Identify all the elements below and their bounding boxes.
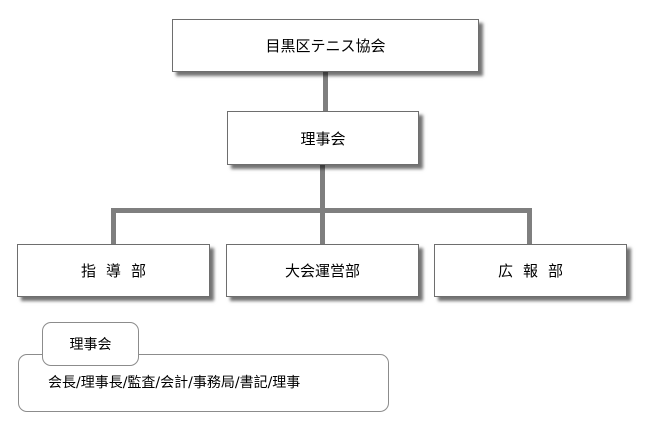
org-root-label: 目黒区テニス協会 [265,37,386,55]
org-dept-node-guidance: 指導部 [17,244,210,297]
org-dept-node-tournament: 大会運営部 [226,244,419,297]
board-members-text: 会長/理事長/監査/会計/事務局/書記/理事 [48,375,301,391]
connector-board-down [320,165,325,210]
board-members-tab: 理事会 [42,322,139,366]
connector-drop-dept-2 [320,208,325,244]
org-dept-node-publicity: 広報部 [434,244,627,297]
connector-root-to-board [323,72,328,111]
org-dept-label: 指導部 [80,262,156,280]
org-root-node: 目黒区テニス協会 [172,19,479,72]
org-dept-label: 広報部 [497,262,573,280]
org-board-node: 理事会 [227,111,419,165]
org-dept-label: 大会運営部 [284,262,360,280]
connector-drop-dept-3 [527,208,532,244]
connector-drop-dept-1 [111,208,116,244]
org-board-label: 理事会 [300,129,346,148]
